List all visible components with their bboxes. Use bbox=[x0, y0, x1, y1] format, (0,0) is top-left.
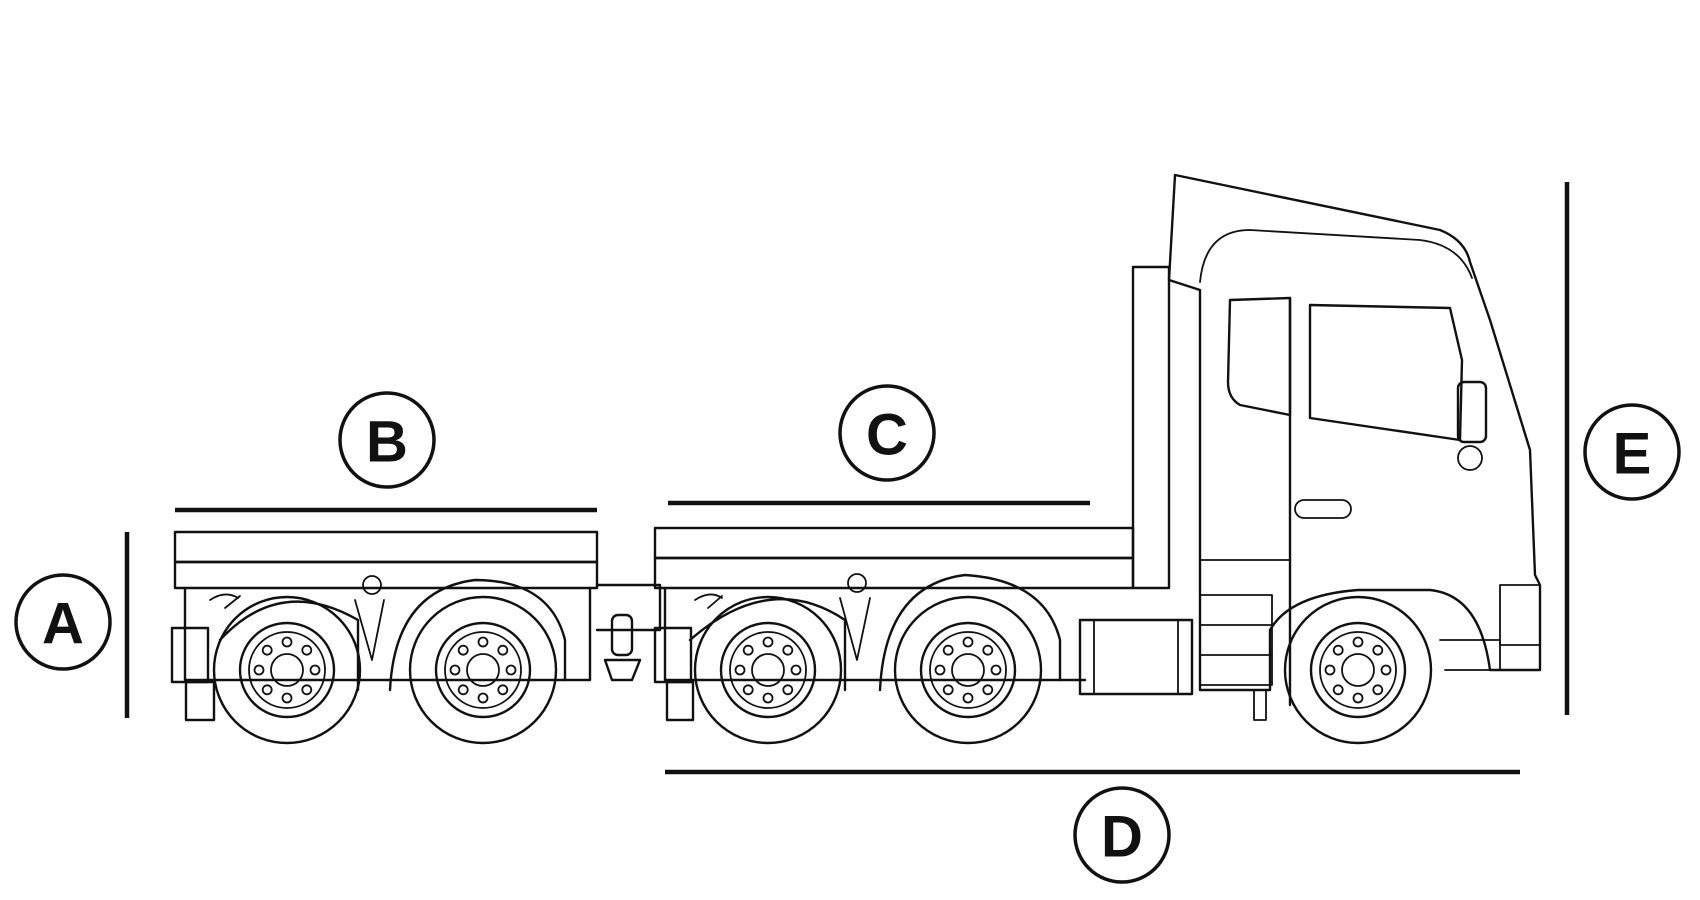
wheel-bolt bbox=[497, 644, 509, 656]
truck-bed-side bbox=[653, 556, 1135, 590]
truck-wheel-front bbox=[1283, 595, 1433, 745]
trailer-rear-bumper bbox=[170, 626, 210, 684]
cab-rear-window bbox=[1226, 296, 1292, 417]
bumper-light bbox=[1439, 639, 1501, 671]
wheel-bolt bbox=[962, 692, 974, 704]
wheel-bolt bbox=[742, 684, 754, 696]
wheel-bolt bbox=[1332, 684, 1344, 696]
trailer-drawbar bbox=[595, 583, 662, 632]
wheel-bolt bbox=[505, 664, 517, 676]
truck-fender-front bbox=[878, 573, 1062, 692]
wheel-bolt bbox=[301, 644, 313, 656]
label-b-text: B bbox=[366, 410, 408, 475]
trailer bbox=[170, 530, 662, 745]
truck-rear-bumper bbox=[653, 626, 693, 684]
wheel-bolt bbox=[281, 636, 293, 648]
wheel-bolt bbox=[762, 692, 774, 704]
truck bbox=[653, 173, 1542, 745]
truck-headboard bbox=[1131, 265, 1171, 590]
wheel-bolt bbox=[457, 684, 469, 696]
dimension-lines bbox=[124, 182, 1570, 775]
label-a: A bbox=[14, 573, 112, 671]
trailer-light bbox=[362, 575, 382, 595]
wheel-bolt bbox=[1332, 644, 1344, 656]
label-c: C bbox=[838, 384, 936, 482]
cab-door-window bbox=[1308, 303, 1464, 442]
truck-light bbox=[847, 573, 867, 593]
wheel-bolt bbox=[990, 664, 1002, 676]
wheel-bolt bbox=[782, 644, 794, 656]
mirror-mount bbox=[1457, 445, 1483, 471]
trailer-suspension bbox=[354, 599, 385, 661]
wheel-bolt bbox=[301, 684, 313, 696]
wheel-bolt bbox=[477, 692, 489, 704]
door-handle bbox=[1294, 499, 1352, 519]
wheel-bolt bbox=[982, 644, 994, 656]
trailer-chassis bbox=[183, 586, 592, 682]
wheel-bolt bbox=[309, 664, 321, 676]
wheel-bolt bbox=[742, 644, 754, 656]
label-e: E bbox=[1583, 403, 1681, 501]
cab-step-post bbox=[1253, 689, 1267, 721]
wheel-bolt bbox=[1372, 684, 1384, 696]
label-c-text: C bbox=[866, 403, 908, 468]
coupling-jaw bbox=[603, 658, 642, 682]
trailer-wheel-rear bbox=[212, 595, 362, 745]
side-mirror bbox=[1456, 380, 1488, 444]
fuel-tank bbox=[1078, 618, 1194, 696]
wheel-bolt bbox=[1324, 664, 1336, 676]
truck-fender-rear bbox=[688, 597, 847, 692]
trailer-bed-top bbox=[173, 530, 599, 564]
wheel-bolt bbox=[261, 644, 273, 656]
truck-chassis bbox=[663, 586, 1087, 682]
cab-steps bbox=[1199, 594, 1273, 686]
wheel-bolt bbox=[253, 664, 265, 676]
wheel-bolt bbox=[1352, 636, 1364, 648]
wheel-bolt bbox=[477, 636, 489, 648]
wheel-bolt bbox=[942, 644, 954, 656]
wheel-bolt bbox=[1352, 692, 1364, 704]
trailer-rear-post bbox=[184, 680, 216, 722]
truck-mud-detail bbox=[694, 593, 723, 609]
wheel-bolt bbox=[942, 684, 954, 696]
wheel-bolt bbox=[934, 664, 946, 676]
wheel-bolt bbox=[982, 684, 994, 696]
trailer-fender-front bbox=[388, 578, 567, 692]
headlight bbox=[1499, 584, 1541, 646]
wheel-bolt bbox=[762, 636, 774, 648]
label-e-text: E bbox=[1613, 422, 1652, 487]
wheel-bolt bbox=[962, 636, 974, 648]
wheel-bolt bbox=[1380, 664, 1392, 676]
wheel-bolt bbox=[790, 664, 802, 676]
coupling-head bbox=[610, 613, 634, 657]
trailer-fender-rear bbox=[218, 600, 360, 692]
label-d: D bbox=[1073, 786, 1171, 884]
truck-bed-top bbox=[653, 526, 1135, 560]
trailer-bed-side bbox=[173, 560, 599, 590]
wheel-bolt bbox=[734, 664, 746, 676]
wheel-bolt bbox=[457, 644, 469, 656]
label-b: B bbox=[338, 391, 436, 489]
truck-wheel-rear bbox=[693, 595, 843, 745]
truck-wheel-middle bbox=[893, 595, 1043, 745]
truck-cab bbox=[1167, 173, 1542, 692]
label-d-text: D bbox=[1101, 805, 1143, 870]
cab-roof-line bbox=[1199, 229, 1473, 283]
trailer-mud-detail bbox=[209, 593, 241, 609]
trailer-wheel-front bbox=[408, 595, 558, 745]
truck-suspension bbox=[839, 597, 871, 661]
wheel-bolt bbox=[782, 684, 794, 696]
truck-rear-post bbox=[665, 680, 695, 722]
wheel-bolt bbox=[261, 684, 273, 696]
wheel-bolt bbox=[281, 692, 293, 704]
label-a-text: A bbox=[42, 592, 84, 657]
wheel-bolt bbox=[449, 664, 461, 676]
wheel-bolt bbox=[1372, 644, 1384, 656]
wheel-bolt bbox=[497, 684, 509, 696]
